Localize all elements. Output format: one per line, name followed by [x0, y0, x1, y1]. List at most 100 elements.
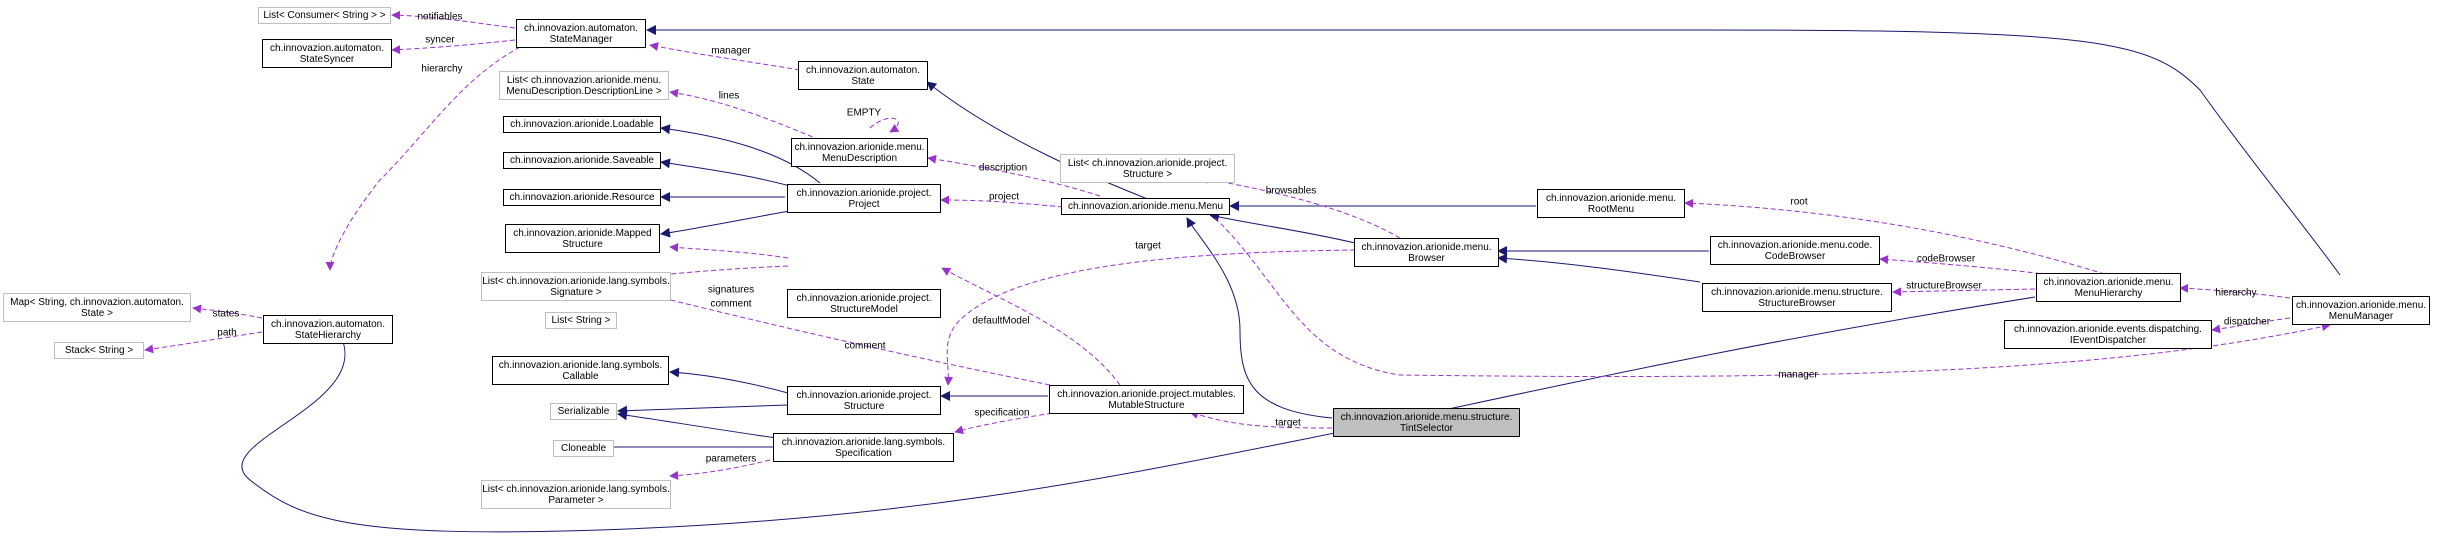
- edge-label-dispatcher: dispatcher: [2223, 316, 2271, 328]
- node-resource[interactable]: ch.innovazion.arionide.Resource: [503, 189, 661, 206]
- node-label: ch.innovazion.arionide.menu. MenuManager: [2295, 299, 2427, 322]
- node-list-structure[interactable]: List< ch.innovazion.arionide.project. St…: [1060, 154, 1235, 183]
- node-mapped-structure[interactable]: ch.innovazion.arionide.Mapped Structure: [505, 224, 660, 253]
- node-label: ch.innovazion.arionide.project.mutables.…: [1057, 388, 1236, 411]
- edge-inherit-specification-serializable: [617, 410, 791, 441]
- node-saveable[interactable]: ch.innovazion.arionide.Saveable: [503, 152, 661, 169]
- edge-inherit-project-loadable: [660, 124, 821, 184]
- edge-label-path: path: [217, 327, 237, 339]
- edge-use-specification: [954, 411, 1061, 435]
- edge-label-target: target: [1135, 240, 1161, 252]
- edge-label-notifiables: notifiables: [417, 11, 463, 23]
- node-label: ch.innovazion.arionide.project. Structur…: [796, 292, 932, 315]
- node-structure-model[interactable]: ch.innovazion.arionide.project. Structur…: [787, 289, 941, 318]
- node-state-hierarchy[interactable]: ch.innovazion.automaton. StateHierarchy: [263, 315, 393, 344]
- node-label: ch.innovazion.automaton. StateHierarchy: [271, 318, 385, 341]
- node-project[interactable]: ch.innovazion.arionide.project. Project: [787, 184, 941, 213]
- edge-label-manager2: manager: [1778, 369, 1818, 381]
- node-label: ch.innovazion.arionide.menu. MenuHierarc…: [2043, 276, 2174, 299]
- node-label: List< ch.innovazion.arionide.lang.symbol…: [482, 483, 670, 506]
- node-label: Stack< String >: [64, 345, 134, 356]
- node-menu[interactable]: ch.innovazion.arionide.menu.Menu: [1061, 198, 1230, 215]
- node-list-consumer[interactable]: List< Consumer< String > >: [258, 7, 391, 24]
- edge-use-notifiables: [391, 10, 516, 29]
- node-map-state[interactable]: Map< String, ch.innovazion.automaton. St…: [3, 293, 191, 322]
- node-code-browser[interactable]: ch.innovazion.arionide.menu.code. CodeBr…: [1710, 236, 1880, 265]
- edge-use-hierarchy: [325, 46, 521, 271]
- edge-use-root: [1684, 198, 2121, 280]
- edge-label-specification: specification: [974, 407, 1030, 419]
- edge-use-dispatcher: [2211, 317, 2291, 334]
- edge-use-path: [144, 331, 263, 354]
- edge-label-project: project: [988, 191, 1020, 203]
- edge-use-parameters: [669, 459, 771, 480]
- node-label: ch.innovazion.arionide.events.dispatchin…: [2014, 323, 2202, 346]
- edge-use-browser-target: [944, 249, 1356, 386]
- edge-inherit-project-mapped: [660, 209, 796, 238]
- edge-label-structure-browser: structureBrowser: [1906, 280, 1982, 292]
- node-list-parameter[interactable]: List< ch.innovazion.arionide.lang.symbol…: [481, 480, 671, 509]
- node-structure[interactable]: ch.innovazion.arionide.project. Structur…: [787, 386, 941, 415]
- node-state[interactable]: ch.innovazion.automaton. State: [798, 61, 928, 90]
- node-menu-description[interactable]: ch.innovazion.arionide.menu. MenuDescrip…: [791, 138, 928, 167]
- edge-inherit-project-saveable: [660, 158, 791, 187]
- node-root-menu[interactable]: ch.innovazion.arionide.menu. RootMenu: [1537, 189, 1685, 218]
- node-list-signature[interactable]: List< ch.innovazion.arionide.lang.symbol…: [481, 272, 671, 301]
- edge-label-description: description: [978, 162, 1028, 174]
- edge-inherit-menu-state: [926, 81, 1151, 201]
- node-label: ch.innovazion.automaton. StateSyncer: [270, 42, 384, 65]
- edge-use-syncer: [391, 39, 516, 55]
- node-label: ch.innovazion.arionide.project. Structur…: [796, 389, 932, 412]
- node-state-manager[interactable]: ch.innovazion.automaton. StateManager: [516, 19, 646, 48]
- node-label: ch.innovazion.automaton. State: [806, 64, 920, 87]
- edge-label-empty: EMPTY: [846, 107, 882, 119]
- edge-use-defaultmodel: [941, 267, 1121, 386]
- node-label: List< ch.innovazion.arionide.menu. MenuD…: [506, 74, 662, 97]
- edge-inherit-structure-serializable: [617, 404, 789, 416]
- edge-inherit-browser-menu: [1209, 212, 1356, 244]
- edge-label-default-model: defaultModel: [972, 315, 1030, 327]
- edge-use-tint-target: [1189, 410, 1333, 429]
- node-tint-selector[interactable]: ch.innovazion.arionide.menu.structure. T…: [1333, 408, 1520, 437]
- edge-label-hierarchy: hierarchy: [421, 63, 463, 75]
- edge-use-state-manager: [649, 42, 801, 71]
- node-list-description-line[interactable]: List< ch.innovazion.arionide.menu. MenuD…: [499, 71, 669, 100]
- edge-label-manager: manager: [711, 45, 751, 57]
- node-mutable-structure[interactable]: ch.innovazion.arionide.project.mutables.…: [1049, 385, 1244, 414]
- node-state-syncer[interactable]: ch.innovazion.automaton. StateSyncer: [262, 39, 392, 68]
- node-label: ch.innovazion.arionide.Mapped Structure: [513, 227, 652, 250]
- edge-use-lines: [669, 88, 821, 141]
- node-label: List< ch.innovazion.arionide.project. St…: [1067, 157, 1228, 180]
- node-serializable[interactable]: Serializable: [550, 403, 617, 420]
- node-label: List< ch.innovazion.arionide.lang.symbol…: [482, 275, 670, 298]
- edge-inherit-structurebrowser-browser: [1497, 253, 1701, 283]
- node-label: ch.innovazion.arionide.menu.code. CodeBr…: [1717, 239, 1873, 262]
- node-loadable[interactable]: ch.innovazion.arionide.Loadable: [503, 116, 661, 133]
- node-callable[interactable]: ch.innovazion.arionide.lang.symbols. Cal…: [492, 356, 669, 385]
- node-label: ch.innovazion.arionide.Loadable: [510, 119, 654, 130]
- edge-label-code-browser: codeBrowser: [1916, 253, 1976, 265]
- node-label: ch.innovazion.arionide.lang.symbols. Spe…: [781, 436, 946, 459]
- edge-label-lines: lines: [718, 90, 740, 102]
- node-label: ch.innovazion.arionide.Saveable: [510, 155, 654, 166]
- edge-use-codebrowser: [1879, 255, 2081, 280]
- node-menu-hierarchy[interactable]: ch.innovazion.arionide.menu. MenuHierarc…: [2036, 273, 2181, 302]
- node-list-string[interactable]: List< String >: [545, 312, 617, 329]
- node-cloneable[interactable]: Cloneable: [553, 440, 614, 457]
- node-browser[interactable]: ch.innovazion.arionide.menu. Browser: [1354, 238, 1499, 267]
- edge-label-parameters: parameters: [705, 453, 757, 465]
- node-structure-browser[interactable]: ch.innovazion.arionide.menu.structure. S…: [1702, 283, 1892, 312]
- node-ievent-dispatcher[interactable]: ch.innovazion.arionide.events.dispatchin…: [2004, 320, 2212, 349]
- node-menu-manager[interactable]: ch.innovazion.arionide.menu. MenuManager: [2292, 296, 2430, 325]
- node-label: List< String >: [551, 315, 611, 326]
- edge-use-project: [940, 195, 1064, 208]
- edge-use-menuhierarchy: [2179, 283, 2291, 299]
- node-specification[interactable]: ch.innovazion.arionide.lang.symbols. Spe…: [773, 433, 954, 462]
- node-stack-string[interactable]: Stack< String >: [54, 342, 144, 359]
- edge-label-root: root: [1790, 196, 1808, 208]
- edge-inherit-tint-menu: [1186, 217, 1333, 419]
- edge-label-target2: target: [1275, 417, 1301, 429]
- node-label: ch.innovazion.arionide.menu. Browser: [1361, 241, 1492, 264]
- edge-inherit-menumanager-statemanager: [646, 25, 2341, 276]
